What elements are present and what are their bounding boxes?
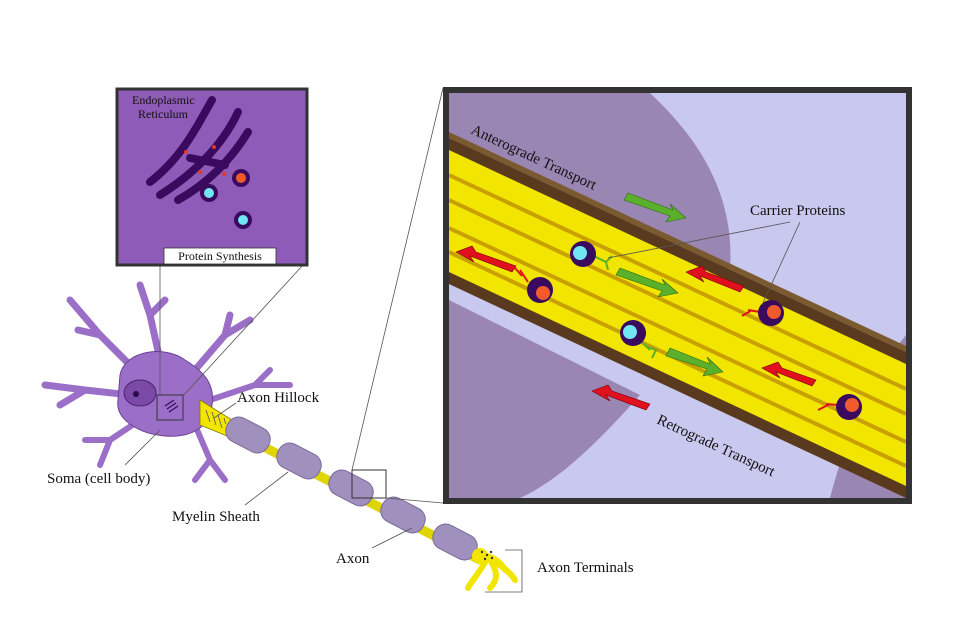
vesicle-cyan-1 bbox=[570, 241, 613, 271]
myelin-segment bbox=[328, 469, 374, 507]
anterograde-arrow bbox=[615, 267, 679, 298]
myelin-sheath-label: Myelin Sheath bbox=[172, 509, 260, 525]
vesicle-orange-2 bbox=[741, 300, 784, 326]
vesicle-cyan-2 bbox=[620, 320, 658, 359]
axon-terminals-label: Axon Terminals bbox=[537, 560, 634, 576]
carrier-proteins-leaders bbox=[607, 221, 801, 306]
neuron bbox=[41, 281, 518, 591]
axonal-transport-zoom: Anterograde Transport Retrograde Transpo… bbox=[443, 87, 912, 504]
dendrites bbox=[41, 281, 293, 483]
soma-shape bbox=[117, 351, 214, 437]
myelin-shape-upper bbox=[449, 93, 731, 270]
carrier-proteins-label: Carrier Proteins bbox=[750, 203, 846, 219]
axon-hillock-label: Axon Hillock bbox=[237, 390, 320, 406]
axon-band bbox=[449, 132, 906, 498]
myelin-segment bbox=[380, 496, 426, 534]
soma-label: Soma (cell body) bbox=[47, 471, 150, 487]
nucleus bbox=[123, 379, 157, 407]
retrograde-arrow bbox=[761, 361, 817, 387]
axon-terminals-shape bbox=[465, 548, 518, 591]
protein-synthesis-label: Protein Synthesis bbox=[178, 249, 262, 263]
er-label-line1: Endoplasmic bbox=[132, 93, 195, 107]
soma-er-mark bbox=[164, 399, 179, 413]
axon-label: Axon bbox=[336, 551, 370, 567]
retrograde-arrow bbox=[685, 265, 745, 293]
carrier-vesicles bbox=[514, 241, 862, 420]
protein-synthesis-inset: Endoplasmic Reticulum Protein Synthesis bbox=[115, 87, 309, 267]
er-ribosomes bbox=[184, 145, 226, 176]
anterograde-arrow bbox=[623, 192, 687, 223]
hillock-hatch bbox=[205, 409, 229, 433]
leader-lines bbox=[124, 87, 523, 593]
myelin-segment bbox=[276, 442, 322, 480]
vesicle-orange-1 bbox=[514, 267, 553, 303]
anterograde-arrows bbox=[615, 192, 724, 377]
er-label-line2: Reticulum bbox=[138, 107, 189, 121]
myelin-sheath-segments bbox=[225, 416, 478, 561]
nucleolus bbox=[133, 391, 139, 397]
anterograde-arrow bbox=[665, 347, 724, 377]
retrograde-arrow bbox=[591, 384, 651, 411]
axon-zoom-box bbox=[351, 469, 387, 499]
myelin-segment bbox=[225, 416, 271, 454]
endoplasmic-reticulum bbox=[146, 96, 252, 204]
soma-zoom-box bbox=[156, 394, 184, 421]
myelin-shape-lower bbox=[449, 300, 640, 498]
vesicle-orange-3 bbox=[817, 394, 862, 420]
retrograde-arrows bbox=[455, 245, 817, 411]
retrograde-arrow bbox=[455, 245, 517, 273]
